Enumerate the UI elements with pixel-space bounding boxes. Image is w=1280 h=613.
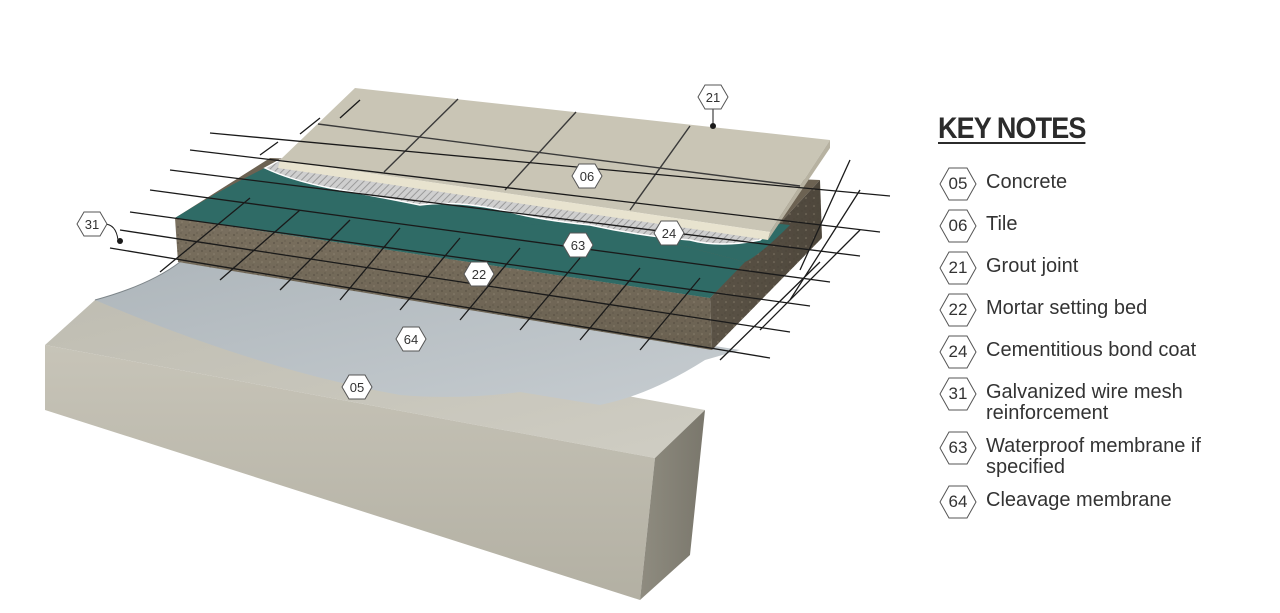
key-note-code: 22 bbox=[948, 300, 968, 319]
callout-05: 05 bbox=[341, 374, 373, 400]
waterproof-membrane bbox=[175, 168, 790, 298]
key-note-item: 22 Mortar setting bed bbox=[938, 292, 1268, 328]
svg-text:21: 21 bbox=[706, 90, 720, 105]
key-note-label: Concrete bbox=[986, 171, 1068, 193]
wire-mesh bbox=[109, 99, 891, 361]
key-note-label: Cementitious bond coat bbox=[986, 339, 1197, 361]
key-note-label: Tile bbox=[986, 213, 1018, 235]
svg-text:24: 24 bbox=[662, 226, 676, 241]
callout-63: 63 bbox=[562, 232, 594, 258]
callout-21: 21 bbox=[697, 84, 729, 110]
leader-dot-21 bbox=[710, 123, 716, 129]
key-note-code: 64 bbox=[948, 492, 968, 511]
key-notes-title: KEY NOTES bbox=[938, 112, 1086, 145]
svg-text:63: 63 bbox=[571, 238, 585, 253]
floor-assembly-diagram: 21 06 24 63 22 31 64 05 bbox=[45, 84, 891, 600]
hexagon-badge-icon: 64 bbox=[938, 484, 978, 520]
hexagon-badge-icon: 63 bbox=[938, 430, 978, 466]
key-note-label: Mortar setting bed bbox=[986, 297, 1148, 319]
key-notes-list: 05 Concrete 06 Tile 21 Grout joint 22 Mortar se… bbox=[938, 166, 1268, 520]
svg-text:06: 06 bbox=[580, 169, 594, 184]
callout-24: 24 bbox=[653, 220, 685, 246]
hexagon-badge-icon: 24 bbox=[938, 334, 978, 370]
hexagon-badge-icon: 22 bbox=[938, 292, 978, 328]
cleavage-edge bbox=[94, 261, 181, 301]
key-note-item: 63 Waterproof membrane if specified bbox=[938, 430, 1268, 478]
callout-31: 31 bbox=[76, 211, 108, 237]
svg-text:22: 22 bbox=[472, 267, 486, 282]
key-note-item: 05 Concrete bbox=[938, 166, 1268, 202]
tile-layer bbox=[278, 88, 830, 240]
hexagon-badge-icon: 31 bbox=[938, 376, 978, 412]
key-note-code: 05 bbox=[948, 174, 968, 193]
key-note-label: Waterproof membrane if specified bbox=[986, 435, 1201, 478]
key-note-item: 21 Grout joint bbox=[938, 250, 1268, 286]
key-note-code: 24 bbox=[948, 342, 968, 361]
key-note-label: Galvanized wire mesh reinforcement bbox=[986, 381, 1183, 424]
svg-text:64: 64 bbox=[404, 332, 418, 347]
key-note-label: Grout joint bbox=[986, 255, 1079, 277]
key-note-item: 64 Cleavage membrane bbox=[938, 484, 1268, 520]
leader-dot-31 bbox=[117, 238, 123, 244]
callout-22: 22 bbox=[463, 261, 495, 287]
key-note-label: Cleavage membrane bbox=[986, 489, 1172, 511]
callout-06: 06 bbox=[571, 163, 603, 189]
key-note-code: 31 bbox=[948, 384, 968, 403]
hexagon-badge-icon: 05 bbox=[938, 166, 978, 202]
key-note-item: 06 Tile bbox=[938, 208, 1268, 244]
key-note-code: 06 bbox=[948, 216, 968, 235]
hexagon-badge-icon: 06 bbox=[938, 208, 978, 244]
callout-64: 64 bbox=[395, 326, 427, 352]
hexagon-badge-icon: 21 bbox=[938, 250, 978, 286]
key-note-code: 21 bbox=[948, 258, 968, 277]
grout-lines bbox=[317, 98, 801, 211]
key-note-item: 31 Galvanized wire mesh reinforcement bbox=[938, 376, 1268, 424]
key-note-code: 63 bbox=[948, 438, 968, 457]
svg-text:05: 05 bbox=[350, 380, 364, 395]
svg-text:31: 31 bbox=[85, 217, 99, 232]
key-note-item: 24 Cementitious bond coat bbox=[938, 334, 1268, 370]
